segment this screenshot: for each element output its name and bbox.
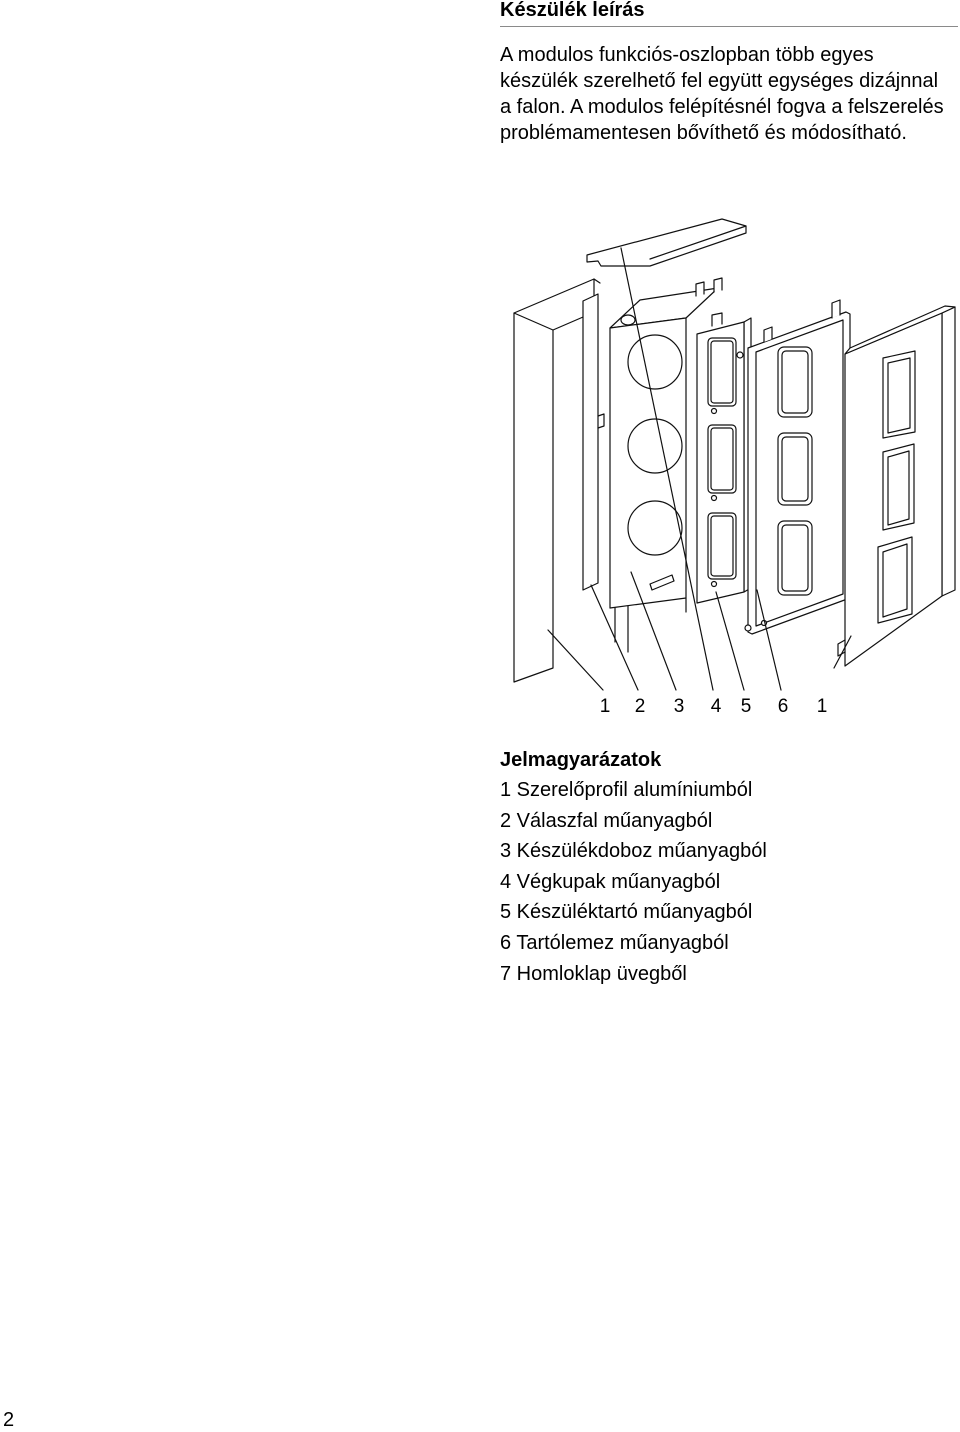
callout-labels: 1 2 3 4 5 6 1 bbox=[600, 696, 828, 717]
plate-opening bbox=[777, 520, 813, 596]
partition-wall bbox=[582, 293, 605, 591]
profile-front-face bbox=[513, 312, 554, 683]
plate-opening-inner bbox=[781, 436, 809, 502]
intro-line: készülék szerelhető fel együtt egységes … bbox=[500, 70, 939, 92]
page-number: 2 bbox=[3, 1409, 15, 1431]
end-cap-plate bbox=[586, 218, 747, 267]
front-panel-top-lip bbox=[844, 305, 956, 355]
legend-item: 4 Végkupak műanyagból bbox=[500, 870, 721, 893]
callout-label: 5 bbox=[741, 696, 752, 717]
legend-item: 1 Szerelőprofil alumíniumból bbox=[500, 779, 753, 801]
plate-opening bbox=[777, 432, 813, 506]
callout-label: 4 bbox=[711, 696, 722, 717]
callout-leader-6 bbox=[756, 589, 782, 691]
legend-item: 6 Tartólemez műanyagból bbox=[500, 931, 729, 954]
holder-opening-inner bbox=[710, 515, 734, 577]
knockout-circle bbox=[627, 500, 683, 556]
partition-tab bbox=[597, 413, 605, 429]
plate-inner-border bbox=[755, 319, 844, 627]
intro-line: A modulos funkciós-oszlopban több egyes bbox=[500, 44, 874, 66]
panel-window-inner bbox=[887, 357, 911, 434]
box-post bbox=[695, 277, 723, 297]
knockout-circle bbox=[627, 334, 683, 390]
legend-item: 5 Készüléktartó műanyagból bbox=[500, 901, 753, 924]
callout-label: 3 bbox=[674, 696, 685, 717]
panel-window bbox=[882, 350, 916, 439]
plate-screw bbox=[744, 624, 752, 632]
intro-line: a falon. A modulos felépítésnél fogva a … bbox=[500, 96, 944, 118]
plate-tab bbox=[763, 299, 841, 343]
legend-item: 7 Homloklap üvegből bbox=[500, 962, 687, 985]
callout-label: 6 bbox=[778, 696, 789, 717]
callout-label: 1 bbox=[600, 696, 611, 717]
callout-leader-2 bbox=[590, 584, 639, 691]
panel-window-inner bbox=[887, 450, 910, 526]
callout-leader-4 bbox=[620, 247, 714, 691]
device-holder bbox=[696, 312, 752, 604]
intro-line: problémamentesen bővíthető és módosíthat… bbox=[500, 122, 907, 144]
legend-title: Jelmagyarázatok bbox=[500, 749, 662, 771]
plate-opening bbox=[777, 346, 813, 418]
heading-rule bbox=[500, 26, 958, 27]
box-tab bbox=[620, 314, 636, 326]
device-box bbox=[609, 277, 723, 653]
legend-list: 1 Szerelőprofil alumíniumból 2 Válaszfal… bbox=[500, 775, 767, 989]
section-heading: Készülék leírás bbox=[500, 0, 645, 21]
end-cap-edge bbox=[649, 225, 747, 260]
intro-paragraph: A modulos funkciós-oszlopban több egyes … bbox=[500, 42, 944, 146]
holder-opening bbox=[707, 424, 737, 494]
box-bottom-lines bbox=[614, 597, 687, 653]
holder-screw bbox=[710, 580, 718, 588]
exploded-view-drawing: 1 2 3 4 5 6 1 bbox=[513, 218, 956, 717]
holder-post bbox=[711, 312, 723, 327]
callout-leaders bbox=[547, 247, 852, 691]
holder-screw bbox=[710, 407, 718, 415]
holder-opening-inner bbox=[710, 340, 734, 404]
holder-screw bbox=[736, 351, 744, 359]
callout-label: 1 bbox=[817, 696, 828, 717]
partition-plate bbox=[582, 293, 599, 591]
panel-window-inner bbox=[882, 543, 908, 618]
legend-item: 2 Válaszfal műanyagból bbox=[500, 809, 713, 832]
mounting-profile bbox=[513, 278, 601, 683]
legend-item: 3 Készülékdoboz műanyagból bbox=[500, 840, 767, 863]
panel-window bbox=[882, 443, 915, 531]
end-cap bbox=[586, 218, 747, 267]
callout-leader-7 bbox=[833, 635, 852, 669]
callout-label: 2 bbox=[635, 696, 646, 717]
knockout-circle bbox=[627, 418, 683, 474]
holder-opening bbox=[707, 512, 737, 580]
box-slot bbox=[649, 574, 675, 591]
plate-opening-inner bbox=[781, 350, 809, 414]
callout-leader-3 bbox=[630, 571, 677, 691]
front-panel bbox=[837, 305, 956, 667]
holder-opening bbox=[707, 337, 737, 407]
mounting-plate bbox=[744, 299, 851, 635]
exploded-view-figure: 1 2 3 4 5 6 1 bbox=[500, 210, 960, 730]
callout-leader-1 bbox=[547, 629, 604, 691]
panel-window bbox=[877, 536, 913, 624]
holder-opening-inner bbox=[710, 427, 734, 491]
callout-leader-5 bbox=[715, 591, 745, 691]
front-panel-side bbox=[941, 306, 956, 597]
holder-screw bbox=[710, 494, 718, 502]
plate-opening-inner bbox=[781, 524, 809, 592]
